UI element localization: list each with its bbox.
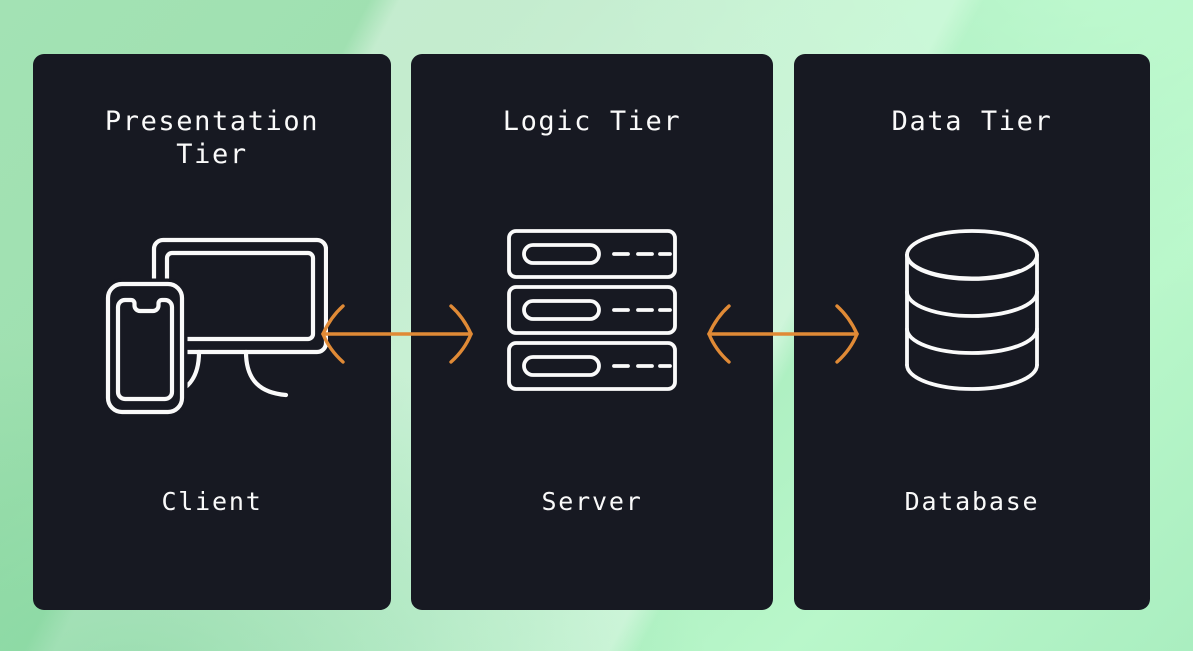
- server-unit-2-chassis: [507, 284, 677, 335]
- monitor-and-phone-icon-svg: [102, 237, 328, 418]
- monitor-screen: [164, 250, 316, 342]
- monitor-stand-right-leg: [243, 349, 289, 398]
- phone-screen-with-notch: [115, 297, 175, 402]
- server-unit-2: [507, 284, 677, 335]
- database-cylinder-icon: [794, 132, 1150, 487]
- tier-label-client: Client: [161, 487, 263, 516]
- tier-card-data[interactable]: Data Tier Databas: [794, 54, 1150, 610]
- server-rack-icon-svg: [507, 228, 677, 391]
- tier-card-presentation[interactable]: Presentation Tier Client: [33, 54, 391, 610]
- database-bottom-arc: [905, 362, 1039, 391]
- tier-title-data: Data Tier: [891, 106, 1053, 137]
- tier-card-logic[interactable]: Logic Tier: [411, 54, 773, 610]
- database-divider-arc-1: [905, 252, 1021, 280]
- server-unit-2-bay: [522, 298, 601, 321]
- server-unit-1: [507, 228, 677, 279]
- database-divider-arc-2: [905, 289, 1039, 318]
- phone-outer-body: [105, 281, 185, 415]
- server-unit-1-chassis: [507, 228, 677, 279]
- tier-label-server: Server: [541, 487, 643, 516]
- monitor-and-phone-icon: [33, 165, 391, 487]
- server-rack-icon: [411, 132, 773, 487]
- server-unit-1-bay: [522, 242, 601, 265]
- server-unit-3: [507, 340, 677, 391]
- server-unit-3-chassis: [507, 340, 677, 391]
- tier-title-presentation: Presentation Tier: [104, 106, 320, 170]
- tier-title-logic: Logic Tier: [502, 106, 682, 137]
- database-cylinder-icon-svg: [905, 228, 1039, 391]
- database-divider-arc-3: [905, 326, 1039, 355]
- tier-label-database: Database: [904, 487, 1040, 516]
- server-unit-3-bay: [522, 354, 601, 377]
